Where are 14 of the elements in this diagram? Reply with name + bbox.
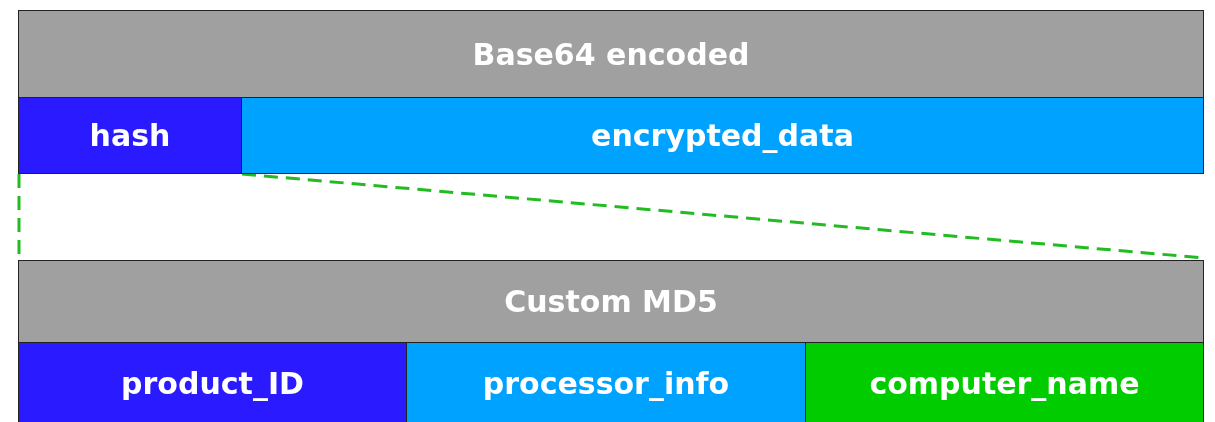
field-label: processor_info <box>482 365 730 401</box>
field-label: Custom MD5 <box>504 284 718 319</box>
field-segment <box>406 342 806 422</box>
hash-band <box>18 260 1204 343</box>
field-segment <box>18 97 242 174</box>
field-label: Base64 encoded <box>472 36 750 72</box>
field-label: encrypted_data <box>591 118 854 153</box>
field-label: computer_name <box>869 365 1140 401</box>
field-label: product_ID <box>121 365 304 401</box>
field-segment <box>18 342 407 422</box>
field-segment <box>241 97 1204 174</box>
encoding-band <box>18 10 1204 98</box>
field-label: hash <box>89 118 171 153</box>
field-segment <box>805 342 1204 422</box>
